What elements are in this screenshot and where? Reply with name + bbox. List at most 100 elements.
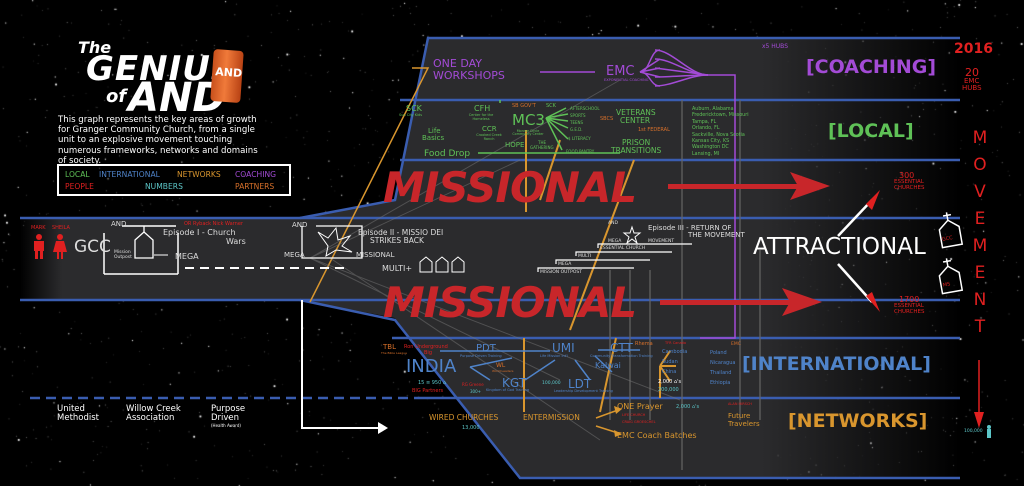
ep1-mega: MEGA — [175, 252, 199, 261]
churches-top-1: ESSENTIAL — [894, 179, 924, 185]
coaching-band-label: [COACHING] — [806, 56, 937, 78]
cfh-sub: Center for the Homeless — [468, 113, 494, 121]
partner-line-1: Willow Creek — [126, 404, 181, 414]
movement-letter: V — [974, 182, 986, 202]
veterans-1: VETERANS — [616, 108, 656, 117]
country-ethiopia: Ethiopia — [710, 380, 731, 386]
ep2-mega: MEGA — [284, 251, 305, 259]
ep2-title-1: Episode II - MISSIO DEI — [358, 228, 444, 237]
stair-mission-outpost: MISSION OUTPOST — [540, 270, 583, 275]
movement-letter: E — [974, 263, 986, 283]
program-sports: SPORTS — [570, 113, 586, 118]
attractional-label: ATTRACTIONAL — [753, 234, 926, 260]
hope-label: HOPE — [505, 141, 525, 149]
hubs-label: x5 HUBS — [762, 43, 788, 50]
sck-label: SCK — [406, 104, 422, 113]
ep2-missional: MISSIONAL — [356, 251, 395, 259]
ep1-note: OR Ryback Nick Warner — [184, 221, 243, 227]
partner-united-methodist: United Methodist — [57, 405, 99, 423]
and-can-icon: AND — [210, 49, 244, 103]
hubs-hubs: HUBS — [962, 84, 982, 92]
emc-label: EMC — [606, 64, 635, 79]
partner-willow-creek: Willow Creek Association — [126, 405, 181, 423]
big-partners: BIG Partners — [412, 388, 444, 394]
one-prayer-count: 2,000 ⌂'s — [676, 404, 700, 410]
first-federal-label: 1st FEDERAL — [638, 127, 670, 133]
ep2-title-2: STRIKES BACK — [370, 236, 424, 245]
title-and: AND — [128, 75, 226, 121]
legend-partners: PARTNERS — [235, 182, 275, 191]
life-basics-2: Basics — [422, 134, 445, 142]
title-genius: GENIUS — [86, 49, 237, 89]
ep1-title-1: Episode I - Church — [163, 228, 236, 237]
legend-networks: NETWORKS — [177, 170, 221, 179]
legend-international: INTERNATIONAL — [99, 170, 160, 179]
city-item: Orlando, FL — [692, 126, 720, 132]
country-nicaragua: Nicaragua — [710, 360, 736, 366]
mission-outpost-label: Mission Outpost — [114, 250, 132, 260]
churches-top-2: CHURCHES — [894, 185, 925, 191]
movement-letter: M — [972, 236, 988, 256]
missional-top: MISSIONAL — [383, 163, 637, 212]
partner-line-2: Driven — [211, 413, 240, 423]
ep3-title-2: THE MOVEMENT — [688, 231, 745, 239]
partner-purpose-driven: Purpose Driven (Health Award) — [211, 405, 245, 429]
ep3-and: AND — [608, 221, 618, 226]
title-the: The — [78, 38, 112, 57]
city-item: Tampa, FL — [692, 119, 717, 125]
umi-sub: Life Mission Int'l — [540, 354, 569, 358]
cfh-label: CFH — [474, 104, 491, 113]
kgt-label: KGT — [502, 376, 527, 390]
networks-band-label: [NETWORKS] — [788, 410, 928, 432]
country-poland: Poland — [710, 350, 727, 356]
emc-sub: EXPONENTIAL COACHING — [604, 78, 649, 82]
wired-churches: WIRED CHURCHES — [429, 413, 499, 422]
movement-letter: T — [974, 317, 986, 337]
prison-1: PRISON — [622, 138, 651, 147]
future-2: Travelers — [728, 420, 760, 428]
tbl-sub: The Bible League — [381, 351, 407, 355]
emc-coach-batches: EMC Coach Batches — [617, 431, 697, 440]
one-day-1: ONE DAY — [433, 57, 483, 70]
country-cambodia: Cambodia — [662, 349, 688, 355]
movement-letter: M — [972, 128, 988, 148]
churches-bottom-2: CHURCHES — [894, 309, 925, 315]
alan-hirsch: ALAN HIRSCH — [728, 402, 752, 406]
rhema-label: Rhema — [635, 341, 653, 347]
stair-multi: MULTI — [578, 254, 592, 259]
international-band-label: [INTERNATIONAL] — [742, 353, 931, 375]
title-of: of — [106, 86, 127, 107]
description: This graph represents the key areas of g… — [58, 115, 258, 166]
underground-1: Ron Underground — [404, 344, 448, 350]
sck2-label: SCK — [546, 103, 556, 109]
partner-line-2: Methodist — [57, 413, 100, 423]
wl-sub: World Leaders — [492, 369, 514, 373]
ctt-sub: Community Transformation Training — [590, 354, 653, 358]
year-label: 2016 — [954, 41, 993, 57]
legend-numbers: NUMBERS — [145, 182, 183, 191]
one-prayer: ONE Prayer — [617, 402, 663, 411]
legend-local: LOCAL — [65, 170, 90, 179]
umi-label: UMI — [552, 341, 575, 355]
gathering-2: GATHERING — [530, 145, 554, 150]
person-icon — [987, 425, 991, 438]
tfr-canada: TFR Canada — [665, 341, 687, 345]
entermission: ENTERMISSION — [523, 413, 580, 422]
umi-count: 100,000 — [542, 381, 561, 386]
movement-letter: N — [973, 290, 987, 310]
city-item: Auburn, Alabama — [692, 107, 734, 112]
movement-letter: O — [973, 155, 987, 175]
ep1-title-2: Wars — [226, 237, 246, 246]
ep2-multi: MULTI+ — [382, 264, 413, 273]
ep3-mega: MEGA — [608, 239, 622, 244]
kalwai-label: Kalwai — [595, 361, 621, 370]
founder-sheila: SHEILA — [52, 225, 70, 231]
country-china: China — [662, 369, 677, 375]
gathering-1: THE — [538, 140, 546, 145]
ccr-sub: Crooked Creek Ranch — [476, 133, 502, 141]
wl-label: WL — [496, 362, 506, 369]
city-item: Washington DC — [692, 145, 729, 151]
legend-coaching: COACHING — [235, 170, 277, 179]
city-item: Kansas City, KS — [692, 139, 730, 145]
